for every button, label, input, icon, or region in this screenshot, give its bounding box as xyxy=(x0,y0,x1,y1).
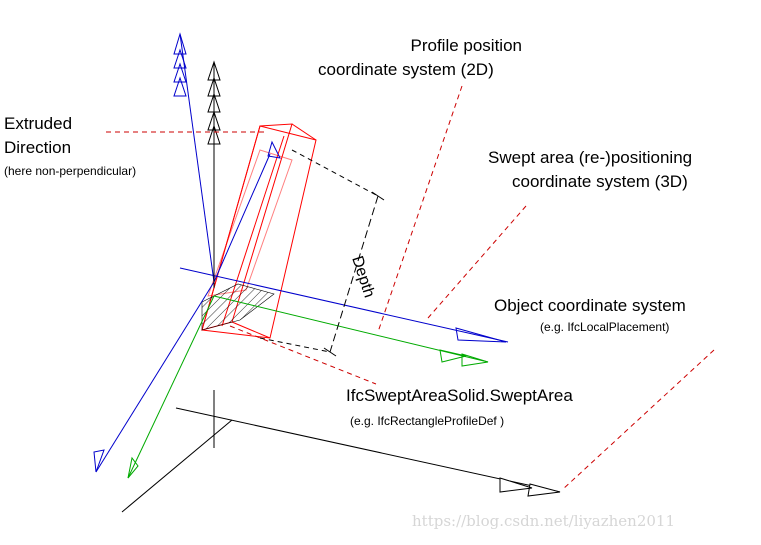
profile-y-arrowhead xyxy=(127,456,139,479)
depth-dimension xyxy=(259,149,379,353)
profile-position-subtitle: coordinate system (2D) xyxy=(318,60,494,79)
swept-y-axis xyxy=(95,281,215,473)
object-coordinate-label: Object coordinate system xyxy=(494,296,686,315)
rectangle-profile-note: (e.g. IfcRectangleProfileDef ) xyxy=(350,414,505,428)
object-x-axis xyxy=(175,407,561,493)
swept-area-axes xyxy=(93,32,509,473)
object-z-arrow xyxy=(207,60,221,288)
extruded-arrowheads xyxy=(173,32,187,97)
profile-position-title: Profile position xyxy=(410,36,522,55)
swept-x-arrowhead xyxy=(455,327,507,343)
profile-position-axes xyxy=(127,295,489,479)
profile-y-axis xyxy=(127,295,215,479)
swept-area-title: Swept area (re-)positioning xyxy=(488,148,693,167)
object-x-arrowhead xyxy=(499,477,561,497)
leader-lines xyxy=(106,85,715,491)
local-placement-note: (e.g. IfcLocalPlacement) xyxy=(540,320,670,334)
swept-y-arrowhead xyxy=(93,449,105,473)
profile-hatched-area xyxy=(201,283,275,331)
direction-label: Direction xyxy=(4,138,72,157)
swept-area-solid-label: IfcSweptAreaSolid.SweptArea xyxy=(346,386,573,405)
swept-area-subtitle: coordinate system (3D) xyxy=(512,172,688,191)
extruded-label: Extruded xyxy=(4,114,73,133)
object-coordinate-axes xyxy=(121,390,561,513)
non-perpendicular-note: (here non-perpendicular) xyxy=(4,164,137,178)
extruded-direction-axis xyxy=(179,33,215,283)
profile-x-arrowhead xyxy=(439,349,489,367)
watermark: https://blog.csdn.net/liyazhen2011 xyxy=(412,512,676,530)
